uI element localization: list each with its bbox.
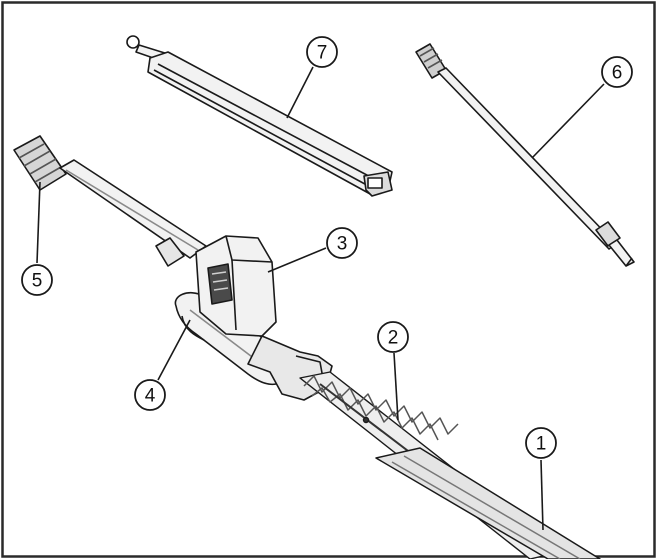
blade-cover-sheath <box>126 35 393 197</box>
callout-5-label: 5 <box>32 271 43 292</box>
extension-pole <box>415 43 635 267</box>
leader-6 <box>531 83 605 159</box>
leader-1 <box>540 459 544 531</box>
callout-2: 2 <box>377 321 409 353</box>
callout-7: 7 <box>306 36 338 68</box>
leader-2 <box>393 352 399 421</box>
callout-1: 1 <box>525 427 557 459</box>
callout-5: 5 <box>21 264 53 296</box>
callout-3: 3 <box>326 227 358 259</box>
callout-7-label: 7 <box>317 43 328 64</box>
leader-5 <box>36 181 41 264</box>
leader-7 <box>286 66 314 119</box>
callout-3-label: 3 <box>337 234 348 255</box>
blade-guard <box>375 447 601 559</box>
callout-2-label: 2 <box>388 328 399 349</box>
leader-4 <box>157 319 191 381</box>
callout-1-label: 1 <box>536 434 547 455</box>
callout-leaders <box>36 66 605 531</box>
leader-3 <box>267 247 327 273</box>
callout-6-label: 6 <box>612 63 623 84</box>
motor-head <box>195 235 333 401</box>
callout-4: 4 <box>134 379 166 411</box>
callout-6: 6 <box>601 56 633 88</box>
callout-4-label: 4 <box>145 386 156 407</box>
